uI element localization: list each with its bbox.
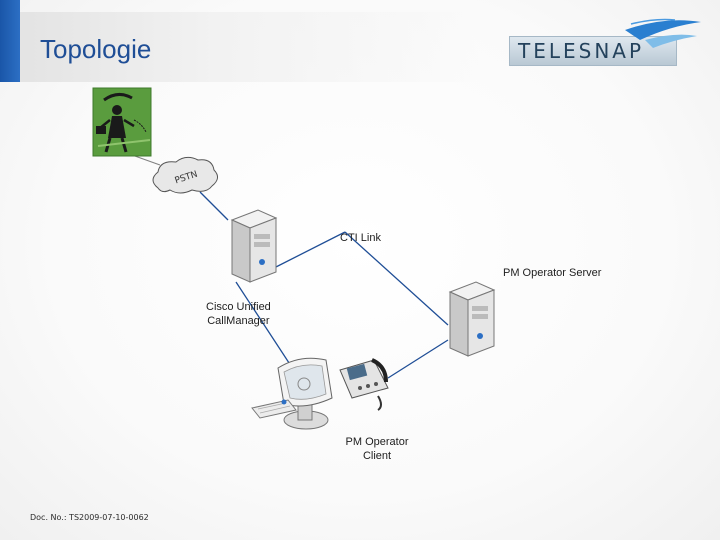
pm-operator-server-icon: [448, 281, 496, 357]
pm-operator-client-label: PM Operator Client: [340, 435, 414, 463]
pstn-cloud-icon: PSTN: [152, 156, 218, 194]
pm-operator-server-label: PM Operator Server: [503, 267, 602, 279]
logo-wordmark: TELESNAP: [518, 39, 645, 63]
callmanager-label-line1: Cisco Unified: [206, 301, 271, 313]
caller-picture-icon: [92, 87, 152, 157]
slide-title: Topologie: [40, 34, 152, 64]
ip-phone-icon: [339, 358, 389, 411]
pm-operator-client-icon: [251, 357, 333, 430]
document-number: Doc. No.: TS2009-07-10-0062: [30, 513, 149, 522]
pm-client-label-line1: PM Operator: [345, 436, 409, 448]
pm-client-label-line2: Client: [362, 450, 392, 462]
logo-swoosh-icon: [625, 18, 701, 48]
cti-link-label: CTI Link: [340, 232, 381, 244]
callmanager-label-line2: CallManager: [207, 315, 270, 327]
title-bar: [0, 12, 480, 82]
telesnap-logo: TELESNAP: [505, 18, 705, 66]
callmanager-server-icon: [230, 209, 278, 283]
cti-link-line: [269, 231, 346, 271]
callmanager-label: Cisco Unified CallManager: [206, 300, 271, 328]
title-accent-bar: [0, 0, 20, 82]
